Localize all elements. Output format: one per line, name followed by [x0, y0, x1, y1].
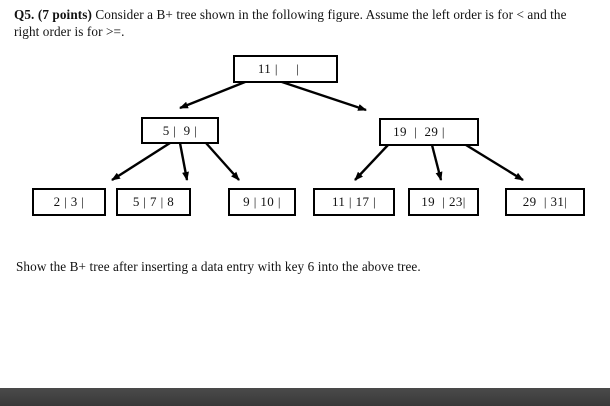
tree-leaf-node: 19 | 23|: [408, 188, 479, 216]
tree-edges: [111, 78, 524, 182]
tree-leaf-node: 9 | 10 |: [228, 188, 296, 216]
edge-root-to-internal-right: [275, 78, 367, 112]
node-internal-right-label: 19 | 29 |: [393, 124, 445, 139]
tree-leaf-node: 29 | 31|: [505, 188, 585, 216]
question-prompt: Q5. (7 points) Consider a B+ tree shown …: [14, 6, 594, 40]
tree-leaf-node: 5 | 7 | 8: [116, 188, 191, 216]
edge-internal-left-to-leaf-2: [178, 142, 189, 181]
tree-node-internal-right: 19 | 29 |: [379, 118, 479, 146]
edge-internal-right-to-leaf-4: [354, 144, 389, 181]
question-number-points: Q5. (7 points): [14, 7, 92, 22]
edge-internal-right-to-leaf-6: [465, 143, 524, 182]
node-leaf-1-label: 2 | 3 |: [53, 194, 85, 209]
edge-root-to-internal-left: [179, 78, 251, 110]
edge-internal-right-to-leaf-5: [430, 144, 443, 181]
node-internal-left-label: 5 | 9 |: [162, 122, 198, 138]
bottom-toolbar-strip: [0, 388, 610, 406]
followup-instruction: Show the B+ tree after inserting a data …: [16, 259, 421, 274]
edge-internal-left-to-leaf-1: [111, 141, 171, 182]
node-leaf-2-label: 5 | 7 | 8: [132, 194, 175, 209]
node-leaf-4-label: 11 | 17 |: [331, 194, 377, 209]
node-leaf-3-label: 9 | 10 |: [243, 194, 281, 209]
node-root-label: 11 | |: [257, 61, 300, 76]
tree-leaf-node: 2 | 3 |: [32, 188, 106, 216]
question-body-text: Consider a B+ tree shown in the followin…: [14, 7, 567, 39]
tree-node-root: 11 | |: [233, 55, 338, 83]
tree-leaf-node: 11 | 17 |: [313, 188, 395, 216]
node-leaf-5-label: 19 | 23|: [421, 194, 466, 209]
node-leaf-6-label: 29 | 31|: [522, 194, 568, 209]
edge-internal-left-to-leaf-3: [205, 142, 240, 181]
tree-node-internal-left: 5 | 9 |: [141, 117, 219, 144]
bplus-tree-figure: 11 | | 5 | 9 | 19 | 29 | 2 | 3 | 5 | 7 |…: [0, 44, 610, 234]
